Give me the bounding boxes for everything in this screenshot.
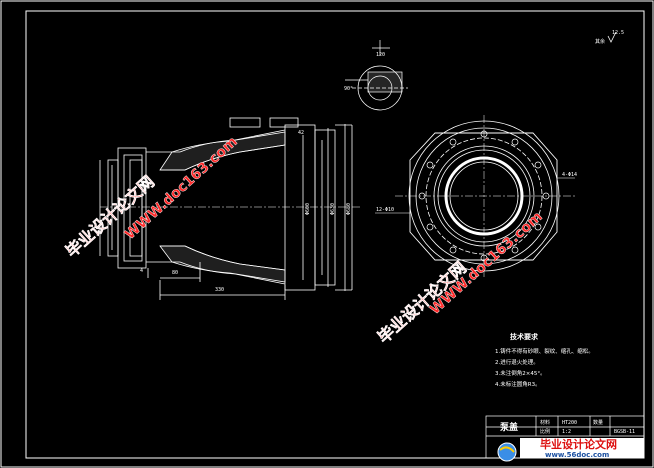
inner-frame	[25, 10, 645, 459]
drawing-number: BGSB-11	[614, 429, 635, 435]
tech-req-3: 3.未注倒角2×45°。	[495, 369, 546, 377]
tech-req-2: 2.进行退火处理。	[495, 358, 539, 366]
dim-630: Φ630	[330, 203, 336, 215]
bolt-circle-note: 12-Φ10	[376, 207, 394, 213]
watermark-center: 毕业设计论文网	[374, 258, 470, 347]
main-sectional-view	[99, 117, 360, 300]
dim-80: 80	[172, 270, 178, 276]
dim-600: Φ600	[305, 203, 311, 215]
tech-title: 技术要求	[510, 332, 539, 341]
material-label: 材料	[540, 419, 550, 426]
qty-label: 数量	[593, 419, 603, 426]
scale-label: 比例	[540, 428, 550, 435]
svg-text:毕业设计论文网: 毕业设计论文网	[374, 258, 470, 347]
title-block	[485, 415, 645, 459]
dim-4: 4	[140, 268, 143, 274]
detail-section-view: 120 90°	[344, 40, 408, 111]
tech-req-4: 4.未标注圆角R3。	[495, 380, 541, 388]
svg-text:12.5: 12.5	[612, 30, 624, 36]
svg-text:120: 120	[376, 52, 385, 58]
dim-680: Φ680	[346, 203, 352, 215]
bolt-holes	[418, 130, 550, 262]
svg-text:90°: 90°	[344, 86, 353, 92]
svg-text:毕业设计论文网: 毕业设计论文网	[540, 437, 617, 451]
front-circular-view	[395, 115, 575, 277]
site-logo: 毕业设计论文网 www.56doc.com	[497, 437, 644, 462]
dim-330: 330	[215, 287, 224, 293]
hole-note: 4-Φ14	[562, 172, 577, 178]
watermark-center-url: WWW.doc163.com	[427, 209, 546, 319]
tech-req-1: 1.铸件不得有砂眼、裂纹、缩孔、缩松。	[495, 347, 594, 355]
dim-42: 42	[298, 130, 304, 136]
svg-text:www.56doc.com: www.56doc.com	[545, 451, 609, 459]
scale-value: 1:2	[562, 429, 571, 435]
material-value: HT200	[562, 420, 577, 426]
svg-text:WWW.doc163.com: WWW.doc163.com	[427, 209, 546, 318]
svg-text:其余: 其余	[595, 38, 605, 45]
part-name: 泵盖	[500, 421, 518, 433]
roughness-symbol: 12.5 其余	[595, 30, 624, 45]
